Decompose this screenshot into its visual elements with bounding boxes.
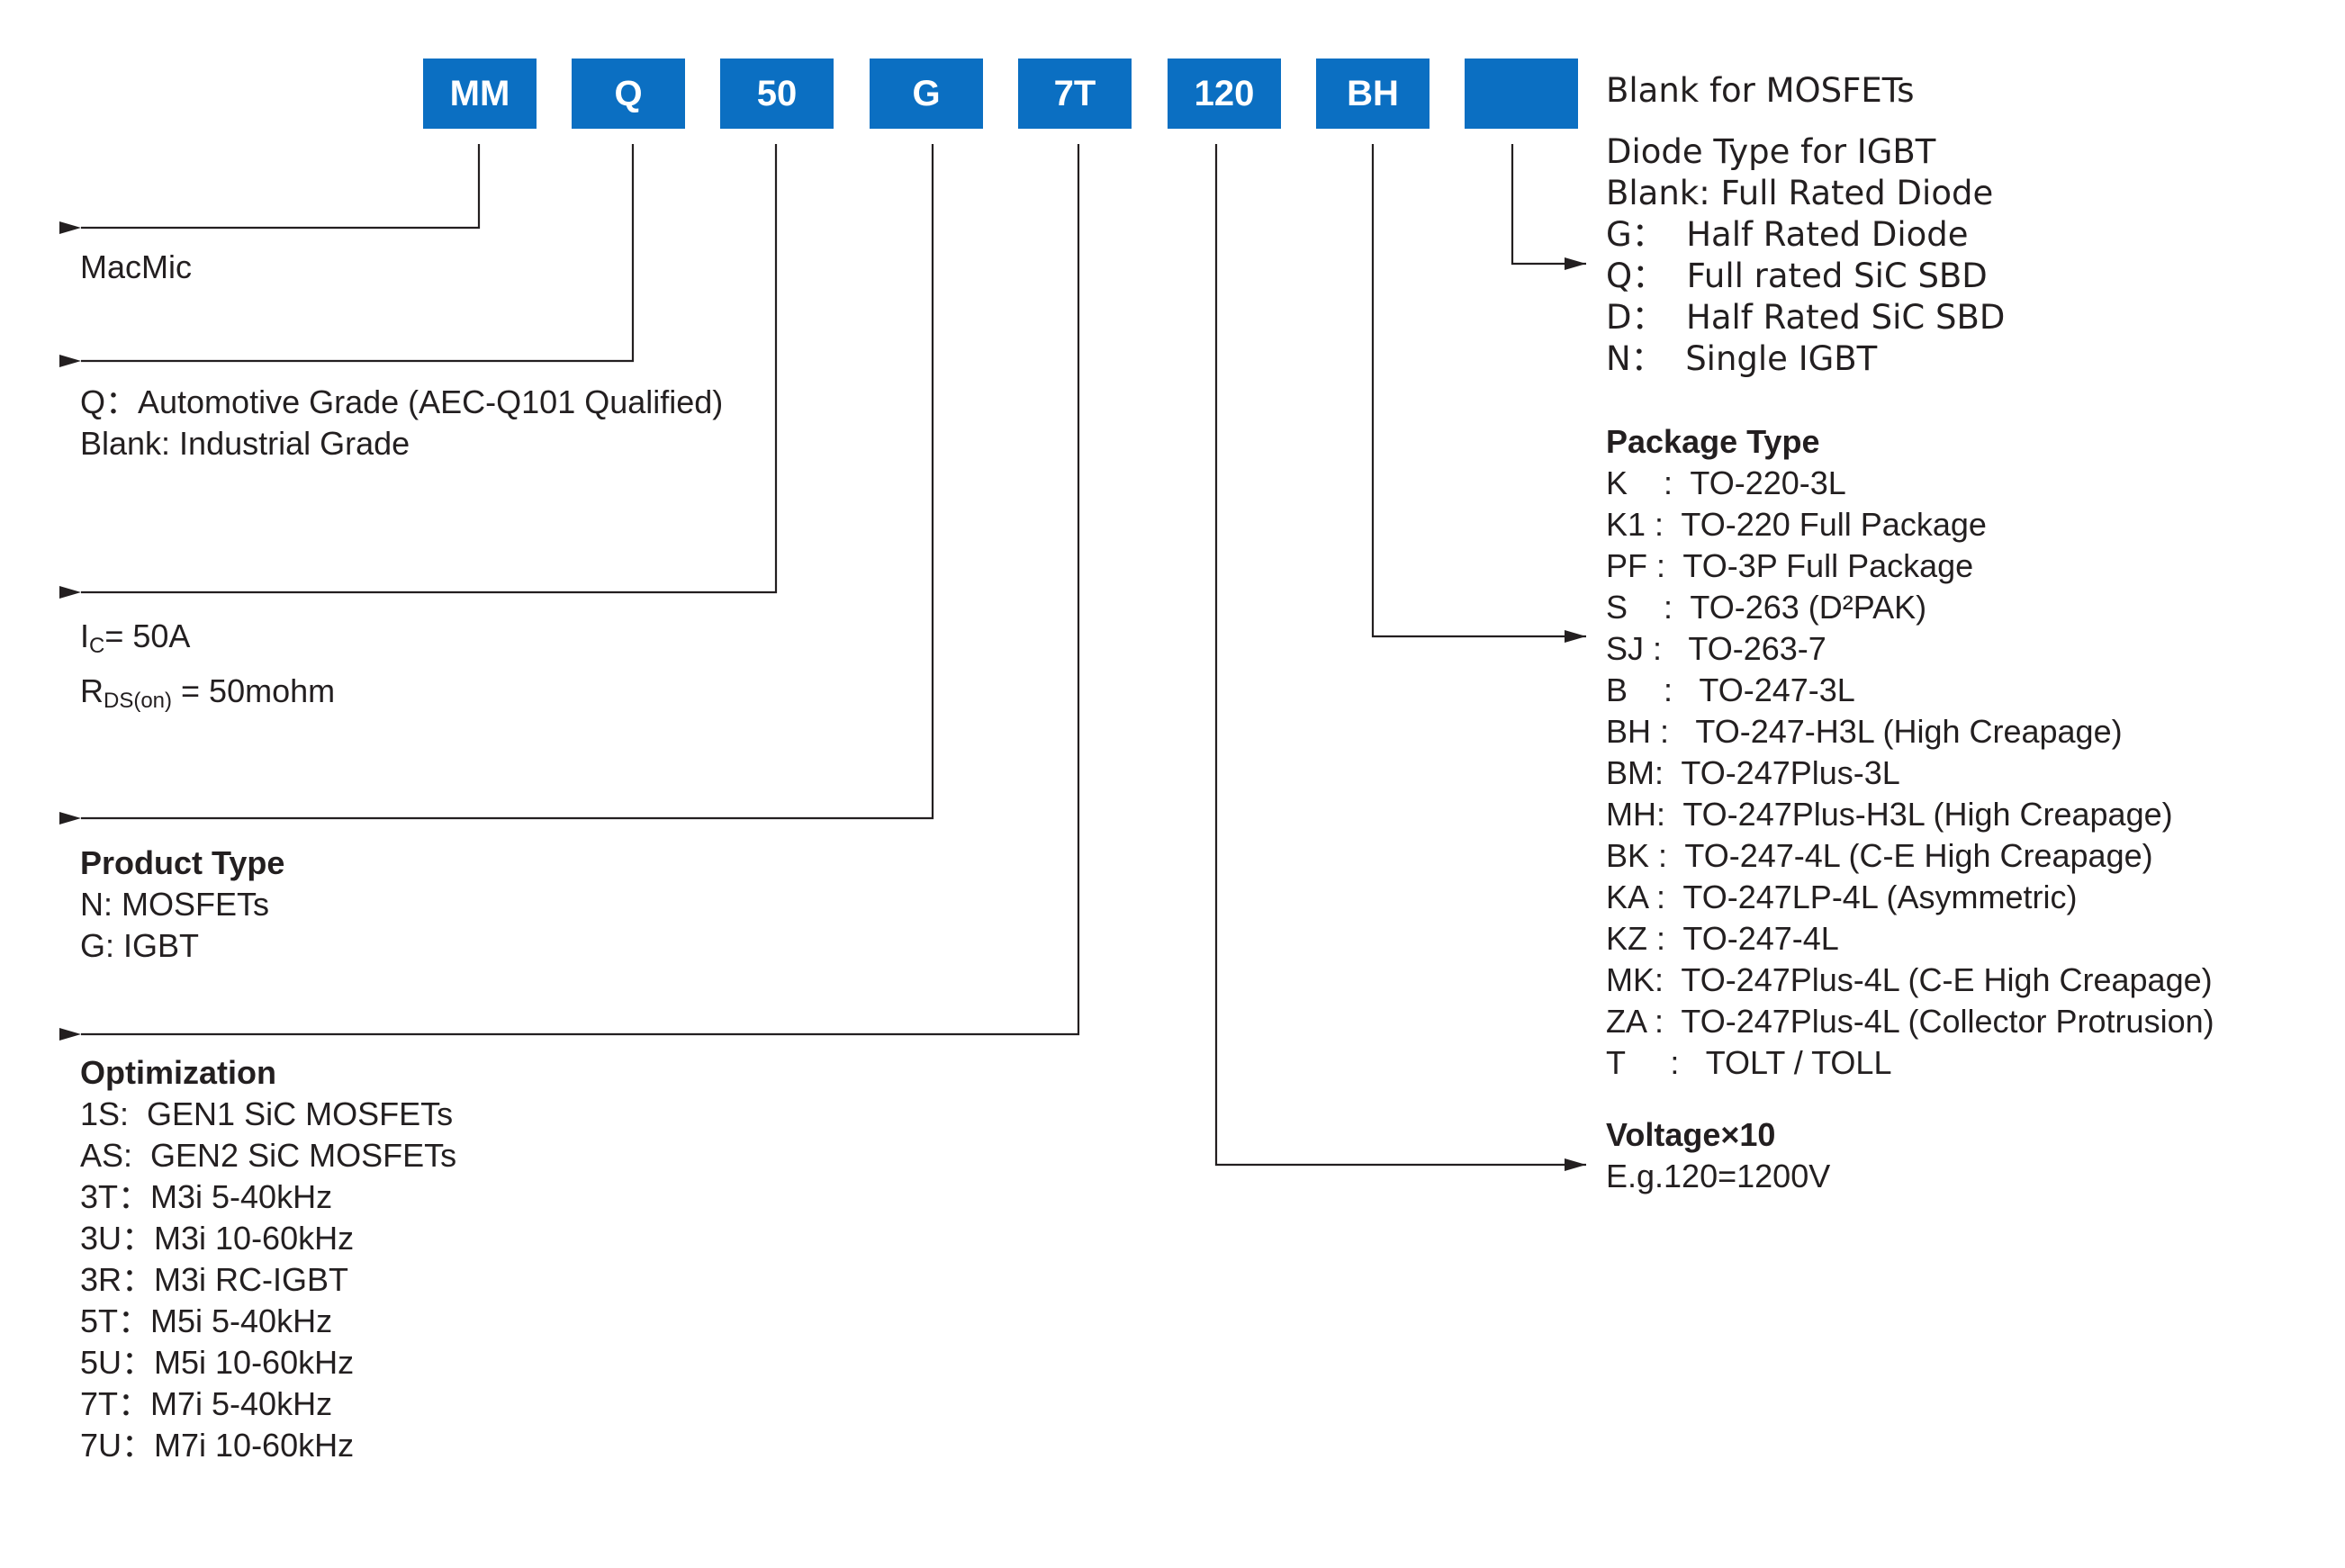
code-box-bh: BH <box>1316 59 1430 129</box>
optimization-line: 7T：M7i 5-40kHz <box>80 1385 333 1422</box>
package-type-line: BH : TO-247-H3L (High Creapage) <box>1606 713 2123 750</box>
optimization-title: Optimization <box>80 1054 276 1091</box>
product-type-line: G: IGBT <box>80 927 200 964</box>
ic-line: IC= 50A <box>80 617 191 658</box>
diode-type-line: G： Half Rated Diode <box>1606 215 1969 254</box>
code-box-7t: 7T <box>1018 59 1132 129</box>
voltage-title: Voltage×10 <box>1606 1116 1776 1153</box>
connector-g <box>59 144 934 825</box>
code-box-g: G <box>870 59 983 129</box>
diode-type-line: D： Half Rated SiC SBD <box>1606 298 2006 337</box>
grade-block: Q：Automotive Grade (AEC-Q101 Qualified) … <box>80 382 723 464</box>
product-type-title: Product Type <box>80 844 285 881</box>
diode-type-line: Blank: Full Rated Diode <box>1606 174 1994 212</box>
connector-50 <box>59 144 778 599</box>
connector-120 <box>1214 144 1586 1171</box>
product-type-block: Product Type N: MOSFETs G: IGBT <box>80 843 284 967</box>
connector-mm <box>59 144 481 234</box>
diode-type-line: N： Single IGBT <box>1606 339 1878 378</box>
current-block: IC= 50A RDS(on) = 50mohm <box>80 614 335 724</box>
optimization-line: 3T：M3i 5-40kHz <box>80 1178 333 1215</box>
code-box-50: 50 <box>720 59 834 129</box>
mosfet-note-block: Blank for MOSFETs <box>1606 70 1915 112</box>
connector-q <box>59 144 635 367</box>
optimization-line: 3R：M3i RC-IGBT <box>80 1261 349 1298</box>
package-type-line: ZA : TO-247Plus-4L (Collector Protrusion… <box>1606 1003 2214 1040</box>
package-type-block: Package Type K : TO-220-3L K1 : TO-220 F… <box>1606 421 2214 1084</box>
package-type-title: Package Type <box>1606 423 1820 460</box>
optimization-line: 5T：M5i 5-40kHz <box>80 1302 333 1339</box>
connector-last <box>1511 144 1586 270</box>
optimization-line: 3U：M3i 10-60kHz <box>80 1220 355 1257</box>
code-box-120: 120 <box>1168 59 1281 129</box>
code-box-blank <box>1465 59 1578 129</box>
package-type-line: BM: TO-247Plus-3L <box>1606 754 1900 791</box>
package-type-line: KZ : TO-247-4L <box>1606 920 1839 957</box>
voltage-line: E.g.120=1200V <box>1606 1158 1831 1194</box>
package-type-line: BK : TO-247-4L (C-E High Creapage) <box>1606 837 2153 874</box>
package-type-line: MH: TO-247Plus-H3L (High Creapage) <box>1606 796 2173 833</box>
diode-type-line: Diode Type for IGBT <box>1606 132 1936 171</box>
package-type-line: S : TO-263 (D²PAK) <box>1606 589 1927 626</box>
grade-line: Q：Automotive Grade (AEC-Q101 Qualified) <box>80 383 724 420</box>
optimization-line: 7U：M7i 10-60kHz <box>80 1427 355 1464</box>
connector-bh <box>1371 144 1586 643</box>
code-box-mm: MM <box>423 59 537 129</box>
diode-type-line: Q： Full rated SiC SBD <box>1606 257 1988 295</box>
optimization-line: 5U：M5i 10-60kHz <box>80 1344 355 1381</box>
grade-line: Blank: Industrial Grade <box>80 425 410 462</box>
code-box-q: Q <box>572 59 685 129</box>
optimization-block: Optimization 1S: GEN1 SiC MOSFETs AS: GE… <box>80 1052 456 1466</box>
package-type-line: T : TOLT / TOLL <box>1606 1044 1892 1081</box>
package-type-line: PF : TO-3P Full Package <box>1606 547 1974 584</box>
optimization-line: AS: GEN2 SiC MOSFETs <box>80 1137 457 1174</box>
diode-type-block: Diode Type for IGBT Blank: Full Rated Di… <box>1606 131 2005 380</box>
package-type-line: MK: TO-247Plus-4L (C-E High Creapage) <box>1606 961 2213 998</box>
manufacturer-label: MacMic <box>80 248 192 285</box>
mosfet-note-label: Blank for MOSFETs <box>1606 71 1915 110</box>
package-type-line: K : TO-220-3L <box>1606 464 1846 501</box>
connector-7t <box>59 144 1080 1041</box>
voltage-block: Voltage×10 E.g.120=1200V <box>1606 1114 1830 1197</box>
package-type-line: SJ : TO-263-7 <box>1606 630 1826 667</box>
package-type-line: K1 : TO-220 Full Package <box>1606 506 1987 543</box>
package-type-line: KA : TO-247LP-4L (Asymmetric) <box>1606 879 2078 915</box>
package-type-line: B : TO-247-3L <box>1606 671 1855 708</box>
product-type-line: N: MOSFETs <box>80 886 270 923</box>
optimization-line: 1S: GEN1 SiC MOSFETs <box>80 1095 454 1132</box>
manufacturer-block: MacMic <box>80 247 192 288</box>
rds-line: RDS(on) = 50mohm <box>80 672 336 713</box>
